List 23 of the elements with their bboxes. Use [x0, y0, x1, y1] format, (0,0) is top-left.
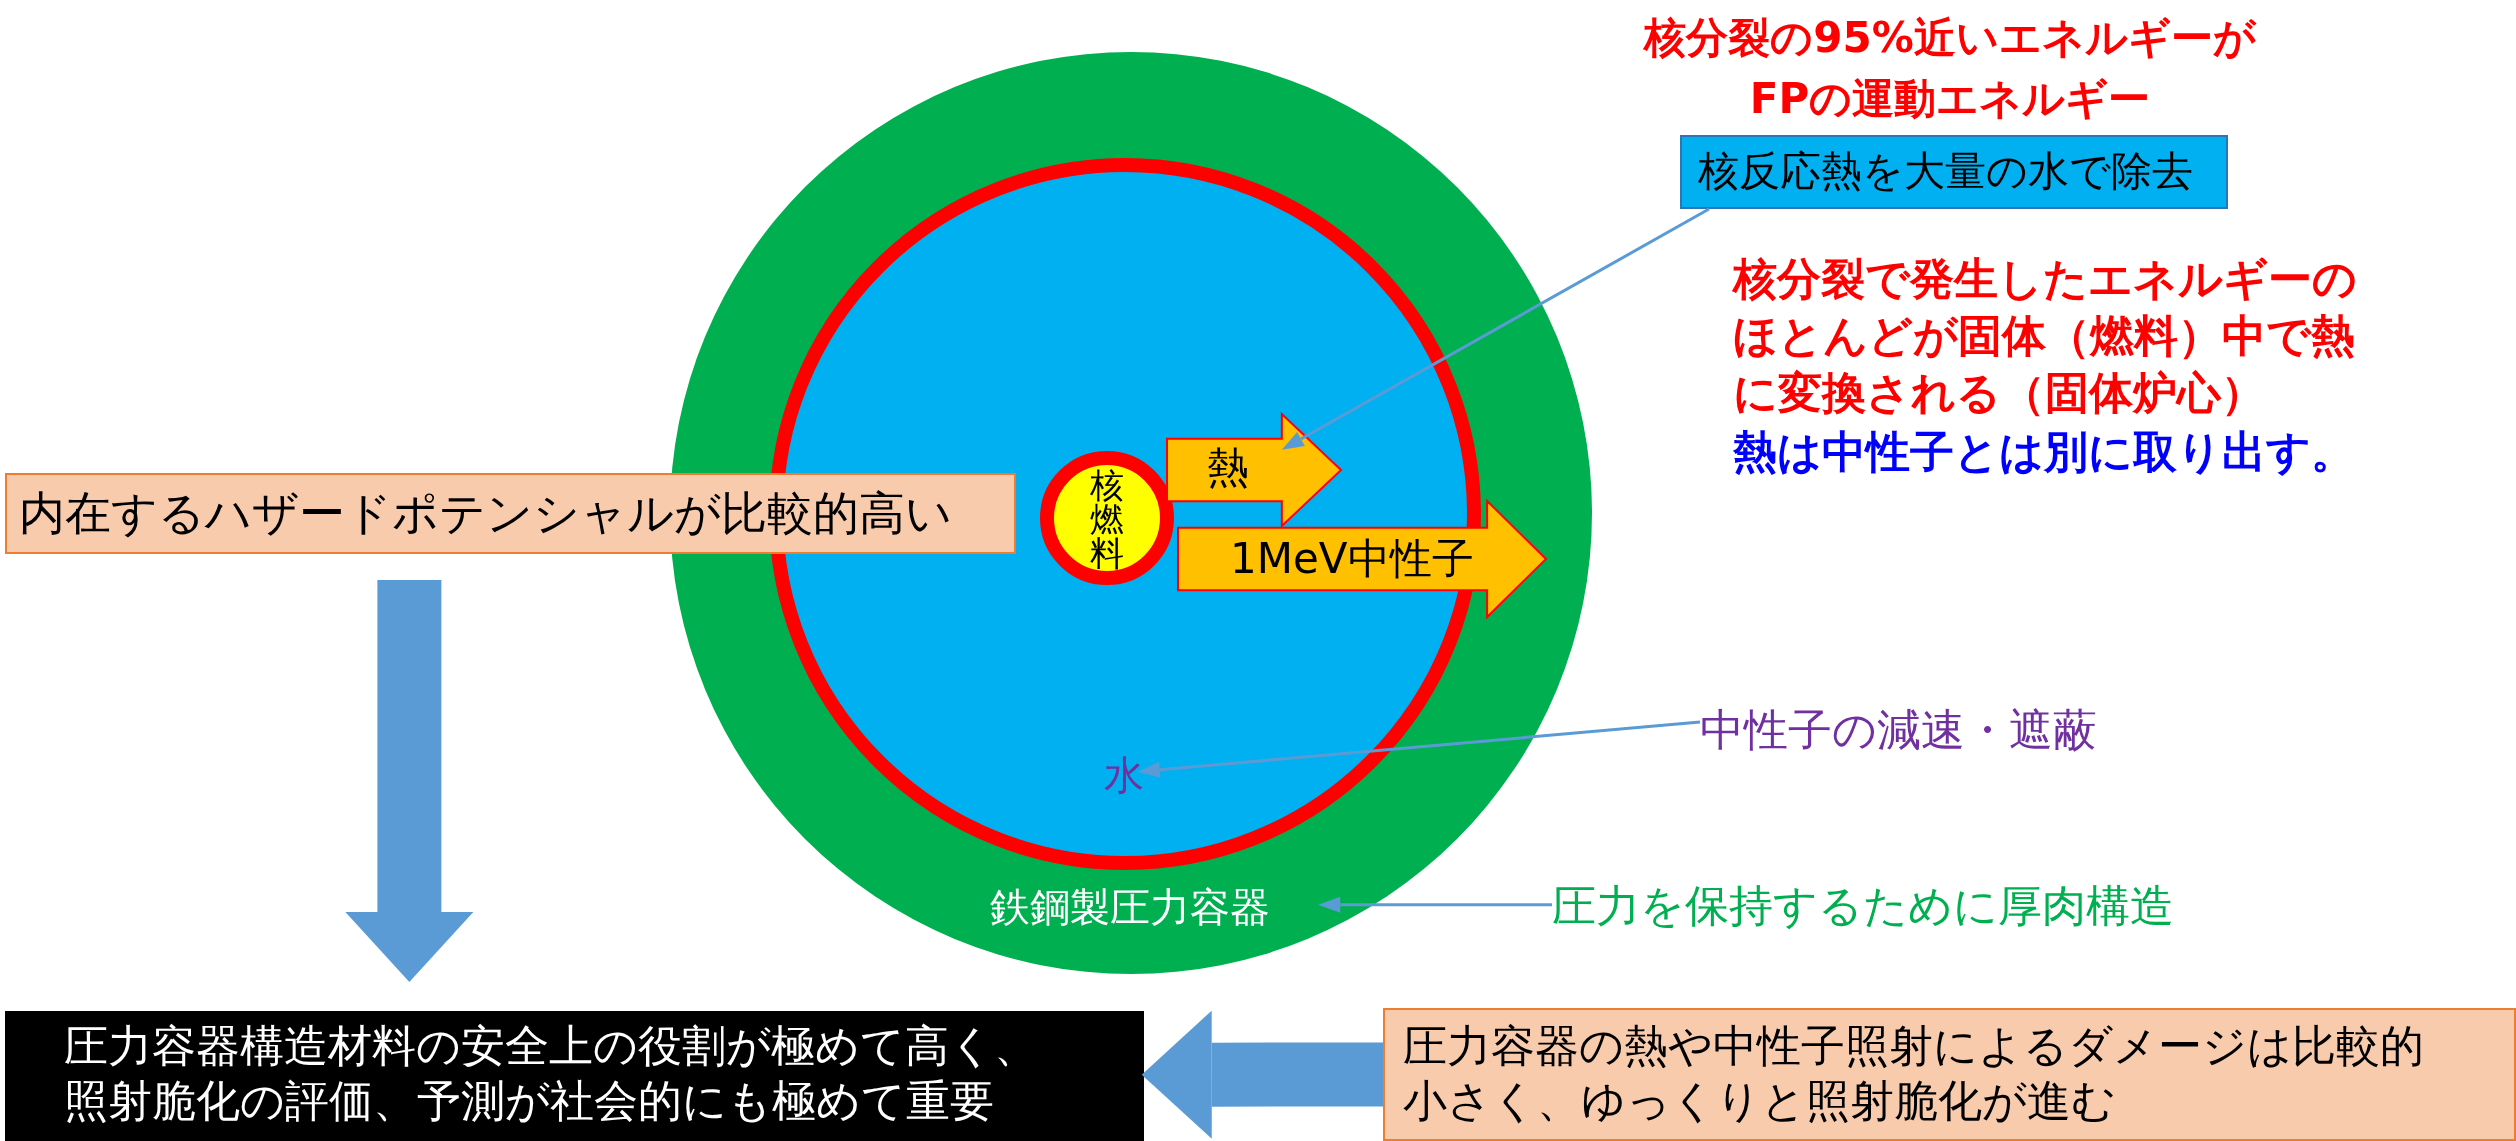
- heading-note: 核分裂の95%近いエネルギーがFPの運動エネルギー: [1642, 12, 2258, 125]
- hazard-text: 内在するハザードポテンシャルが比較的高い: [19, 485, 953, 542]
- explanation-text: 熱は中性子とは別に取り出す。: [1733, 425, 2356, 479]
- leader-line: [1281, 207, 1710, 450]
- note-box: [1680, 135, 2228, 209]
- leader-line: [1137, 720, 1701, 778]
- note-text: 核反応熱を大量の水で除去: [1698, 146, 2194, 197]
- arrow-label: 1MeV中性子: [1230, 533, 1475, 585]
- conclusion-text: 圧力容器構造材料の安全上の役割が極めて高く、照射脆化の評価、予測が社会的にも極めて重要: [64, 1019, 1039, 1128]
- explanation-text: 核分裂で発生したエネルギーのほとんどが固体（燃料）中で熱に変換される（固体炉心）: [1733, 252, 2358, 421]
- callout-text: 中性子の減速・遮蔽: [1700, 703, 2098, 757]
- fuel-label: 核燃料: [1089, 468, 1125, 570]
- block-arrow: [345, 579, 474, 982]
- conclusion-box: [5, 1011, 1144, 1141]
- hazard-box: [5, 473, 1016, 554]
- vessel-label: 鉄鋼製圧力容器: [989, 883, 1271, 932]
- damage-text: 圧力容器の熱や中性子照射によるダメージは比較的小さく、ゆっくりと照射脆化が進む: [1403, 1019, 2425, 1128]
- block-arrow: [1141, 1010, 1383, 1139]
- callout-text: 圧力を保持するために厚肉構造: [1552, 879, 2175, 933]
- arrow-label: 熱: [1207, 442, 1250, 494]
- water-label: 水: [1103, 751, 1145, 800]
- leader-line: [1318, 896, 1552, 913]
- damage-box: [1383, 1008, 2516, 1141]
